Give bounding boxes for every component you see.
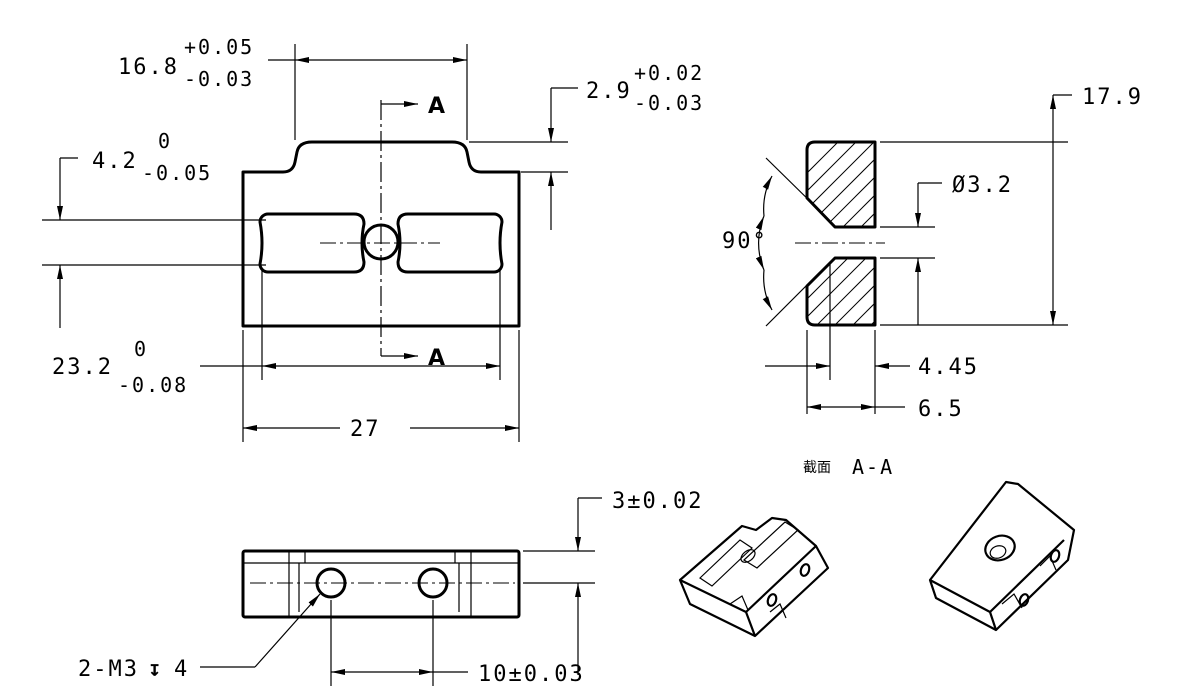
svg-text:3±0.02: 3±0.02 xyxy=(612,489,703,514)
svg-text:-0.03: -0.03 xyxy=(184,67,254,91)
svg-text:0: 0 xyxy=(134,337,148,361)
svg-text:Ø3.2: Ø3.2 xyxy=(952,173,1013,198)
section-caption-prefix: 截面 xyxy=(803,460,831,476)
dim-top-width: 16.8 +0.05 -0.03 xyxy=(118,35,468,140)
svg-text:-0.05: -0.05 xyxy=(142,161,212,185)
section-upper-outline xyxy=(805,140,877,229)
iso-view-top xyxy=(678,516,830,638)
section-view: 90° 17.9 Ø3.2 4.45 xyxy=(722,85,1143,479)
svg-text:+0.05: +0.05 xyxy=(184,35,254,59)
dim-angle: 90° xyxy=(722,157,821,327)
iso-view-bottom xyxy=(928,480,1076,632)
svg-text:0: 0 xyxy=(158,129,172,153)
dim-depth-small: 4.45 xyxy=(765,262,979,414)
front-view-outline xyxy=(241,140,521,328)
svg-text:4.45: 4.45 xyxy=(918,355,979,380)
svg-text:23.2: 23.2 xyxy=(52,355,113,380)
svg-text:2.9: 2.9 xyxy=(586,79,632,104)
dim-overall-width: 27 xyxy=(242,330,520,442)
bottom-view: 3±0.02 10±0.03 2-M3 ↧ 4 xyxy=(78,489,703,687)
dim-hole-pitch: 10±0.03 xyxy=(330,600,585,687)
svg-text:17.9: 17.9 xyxy=(1082,85,1143,110)
front-view: A A 16.8 +0.05 -0.03 2.9 +0.02 -0.03 xyxy=(42,35,704,442)
section-hatching xyxy=(807,142,875,325)
dim-section-height: 17.9 xyxy=(880,85,1143,326)
section-label-top: A xyxy=(428,94,445,119)
svg-text:-0.08: -0.08 xyxy=(118,373,188,397)
dim-hole-diameter: Ø3.2 xyxy=(880,173,1013,325)
thread-callout: 2-M3 ↧ 4 xyxy=(78,593,321,682)
section-label-bottom: A xyxy=(428,346,445,371)
svg-text:10±0.03: 10±0.03 xyxy=(478,662,585,687)
svg-text:2-M3: 2-M3 xyxy=(78,657,139,682)
depth-symbol-icon: ↧ xyxy=(148,657,163,682)
dim-step-height: 2.9 +0.02 -0.03 xyxy=(469,61,704,230)
dim-slot-width: 4.2 0 -0.05 xyxy=(42,129,266,328)
left-slot xyxy=(258,212,366,274)
svg-text:4: 4 xyxy=(174,657,189,682)
section-caption-name: A-A xyxy=(852,455,894,479)
svg-text:6.5: 6.5 xyxy=(918,397,964,422)
dim-bottom-thickness: 3±0.02 xyxy=(523,489,703,675)
svg-text:+0.02: +0.02 xyxy=(634,61,704,85)
svg-text:16.8: 16.8 xyxy=(118,55,179,80)
svg-text:90°: 90° xyxy=(722,229,768,254)
dim-slot-span: 23.2 0 -0.08 xyxy=(52,268,501,397)
dim-section-thickness: 6.5 xyxy=(807,397,964,422)
svg-text:4.2: 4.2 xyxy=(92,149,138,174)
bottom-view-outline xyxy=(241,549,521,619)
right-slot xyxy=(396,212,504,274)
svg-text:27: 27 xyxy=(350,417,381,442)
section-lower-outline xyxy=(805,256,877,327)
svg-text:-0.03: -0.03 xyxy=(634,91,704,115)
